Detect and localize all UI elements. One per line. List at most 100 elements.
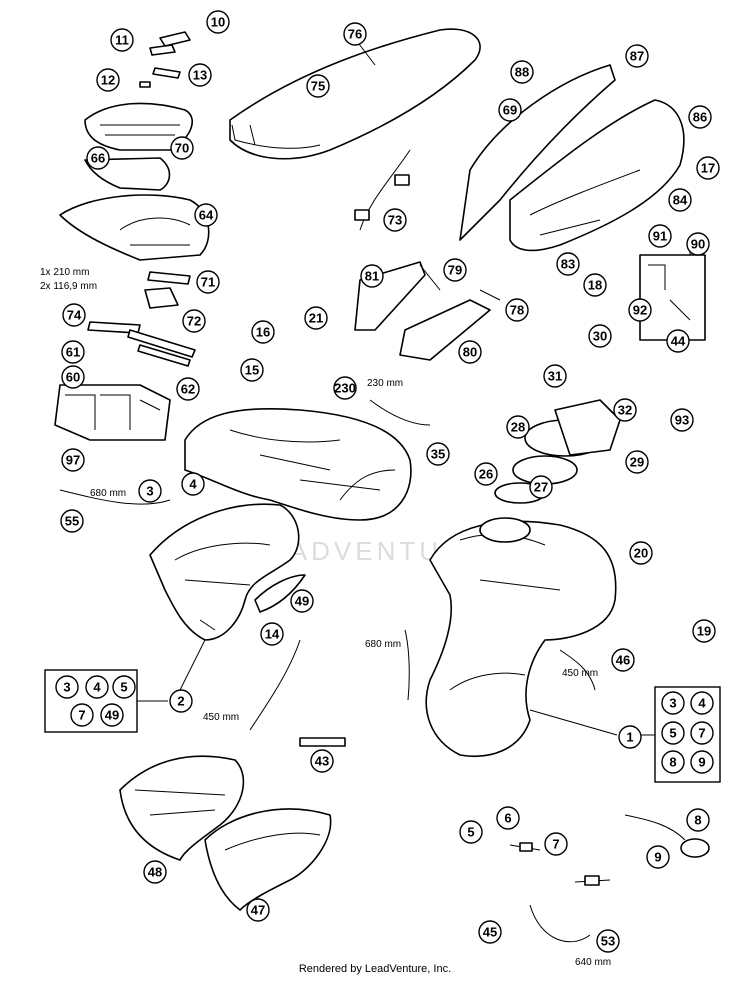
callout-26: 26 <box>474 462 498 486</box>
callout-90: 90 <box>686 232 710 256</box>
callout-20: 20 <box>629 541 653 565</box>
svg-text:3: 3 <box>669 696 676 711</box>
callout-label: 91 <box>653 229 667 244</box>
callout-label: 81 <box>365 269 379 284</box>
callout-55: 55 <box>60 509 84 533</box>
callout-31: 31 <box>543 364 567 388</box>
callout-4: 4 <box>181 472 205 496</box>
kit-callout-3: 3 <box>55 675 79 699</box>
filler-neck <box>479 517 531 543</box>
callout-label: 53 <box>601 934 615 949</box>
callout-13: 13 <box>188 63 212 87</box>
callout-label: 60 <box>66 370 80 385</box>
callout-93: 93 <box>670 408 694 432</box>
airbox-64 <box>59 194 210 261</box>
callout-label: 11 <box>115 33 129 48</box>
callout-label: 75 <box>311 79 325 94</box>
line-53 <box>529 904 591 943</box>
decal-49 <box>254 574 306 613</box>
callout-43: 43 <box>310 749 334 773</box>
kit-callout-4: 4 <box>690 691 714 715</box>
callout-label: 3 <box>146 484 153 499</box>
part-71 <box>147 271 191 285</box>
callout-46: 46 <box>611 648 635 672</box>
dim-450a: 450 mm <box>562 668 598 679</box>
callout-62: 62 <box>176 377 200 401</box>
svg-text:49: 49 <box>105 708 119 723</box>
callout-47: 47 <box>246 898 270 922</box>
callout-label: 12 <box>101 73 115 88</box>
sensor-8 <box>680 838 710 858</box>
bracket-43 <box>299 737 346 747</box>
callout-label: 43 <box>315 754 329 769</box>
callout-label: 84 <box>673 193 688 208</box>
callout-label: 20 <box>634 546 648 561</box>
callout-label: 29 <box>630 455 644 470</box>
leader-lines <box>179 39 691 736</box>
callout-label: 46 <box>616 653 630 668</box>
dim-640: 640 mm <box>575 957 611 968</box>
dim-230: 230 mm <box>367 378 403 389</box>
callout-76: 76 <box>343 22 367 46</box>
callout-label: 66 <box>91 151 105 166</box>
callout-44: 44 <box>666 329 690 353</box>
callout-label: 86 <box>693 110 707 125</box>
callout-label: 27 <box>534 480 548 495</box>
callout-7: 7 <box>544 832 568 856</box>
seat-base <box>231 124 321 149</box>
callout-19: 19 <box>692 619 716 643</box>
callout-label: 93 <box>675 413 689 428</box>
svg-text:4: 4 <box>698 696 706 711</box>
dim-1: 1x 210 mm <box>40 267 89 278</box>
dim-680b: 680 mm <box>365 639 401 650</box>
kit-callout-8: 8 <box>661 750 685 774</box>
callout-66: 66 <box>86 146 110 170</box>
callout-230: 230 <box>333 376 357 400</box>
callout-9: 9 <box>646 845 670 869</box>
kit-callout-7: 7 <box>70 703 94 727</box>
callout-label: 90 <box>691 237 705 252</box>
callout-64: 64 <box>194 203 218 227</box>
callout-72: 72 <box>182 309 206 333</box>
callout-label: 18 <box>588 278 602 293</box>
callout-28: 28 <box>506 415 530 439</box>
callout-48: 48 <box>143 860 167 884</box>
valve-6a <box>519 842 533 852</box>
callout-label: 31 <box>548 369 562 384</box>
callout-label: 80 <box>463 345 477 360</box>
fairing-48 <box>119 755 245 861</box>
strip-74c <box>137 344 191 367</box>
callout-75: 75 <box>306 74 330 98</box>
svg-text:9: 9 <box>698 755 705 770</box>
callout-label: 72 <box>187 314 201 329</box>
callout-label: 97 <box>66 453 80 468</box>
callout-label: 64 <box>199 208 214 223</box>
callout-label: 21 <box>309 311 323 326</box>
callout-10: 10 <box>206 10 230 34</box>
callout-18: 18 <box>583 273 607 297</box>
callout-label: 55 <box>65 514 79 529</box>
part-72 <box>144 287 179 309</box>
callout-29: 29 <box>625 450 649 474</box>
callout-71: 71 <box>196 270 220 294</box>
fairing-47 <box>204 808 332 911</box>
callout-17: 17 <box>696 156 720 180</box>
tank-right-1 <box>425 520 617 757</box>
seat <box>229 28 481 160</box>
connector-73b <box>354 209 370 221</box>
callout-21: 21 <box>304 306 328 330</box>
callout-74: 74 <box>62 303 86 327</box>
callout-32: 32 <box>613 398 637 422</box>
callout-86: 86 <box>688 105 712 129</box>
kit-callout-3: 3 <box>661 691 685 715</box>
callout-label: 79 <box>448 263 462 278</box>
callout-label: 47 <box>251 903 265 918</box>
panel-80 <box>399 299 491 361</box>
svg-text:7: 7 <box>78 708 85 723</box>
callout-5: 5 <box>459 820 483 844</box>
callout-label: 88 <box>515 65 529 80</box>
callout-label: 8 <box>694 813 701 828</box>
callout-label: 74 <box>67 308 82 323</box>
